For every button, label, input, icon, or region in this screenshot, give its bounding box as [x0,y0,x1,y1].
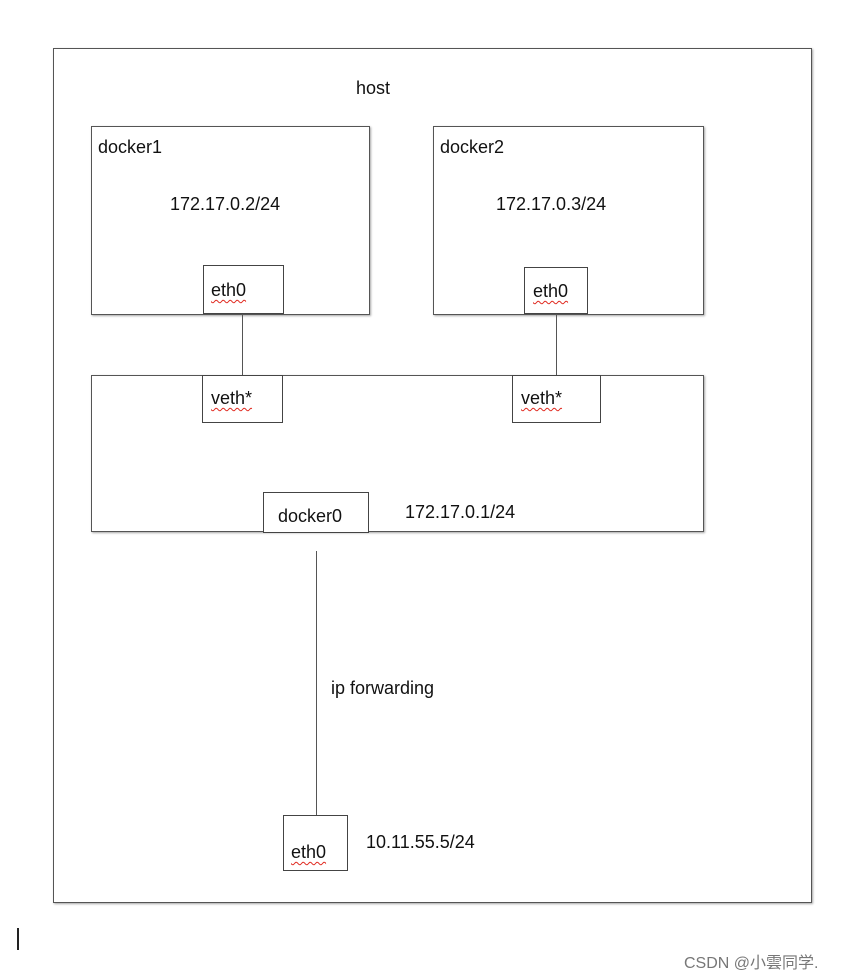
veth-right-port [512,375,601,423]
docker1-veth-link [242,314,243,376]
docker1-eth0-label: eth0 [211,280,247,300]
docker1-eth0-port [203,265,284,314]
host-eth0-port [283,815,348,871]
ip-forwarding-line [316,551,317,816]
docker2-label: docker2 [440,137,505,157]
veth-left-port [202,375,283,423]
docker2-ip: 172.17.0.3/24 [496,194,607,214]
docker2-veth-link [556,314,557,376]
text-cursor [17,928,19,950]
ip-forwarding-label: ip forwarding [331,678,435,698]
docker1-ip: 172.17.0.2/24 [170,194,281,214]
docker0-port [263,492,369,533]
docker2-eth0-label: eth0 [533,281,569,301]
host-eth0-ip: 10.11.55.5/24 [366,832,475,852]
host-eth0-label: eth0 [291,842,327,862]
docker0-label: docker0 [278,506,343,526]
docker0-ip: 172.17.0.1/24 [405,502,516,522]
veth-left-label: veth* [211,388,253,408]
veth-right-label: veth* [521,388,563,408]
bridge-box [91,375,704,532]
docker2-eth0-port [524,267,588,314]
watermark: CSDN @小雲同学. [684,955,819,972]
host-label: host [356,78,391,98]
docker1-label: docker1 [98,137,163,157]
